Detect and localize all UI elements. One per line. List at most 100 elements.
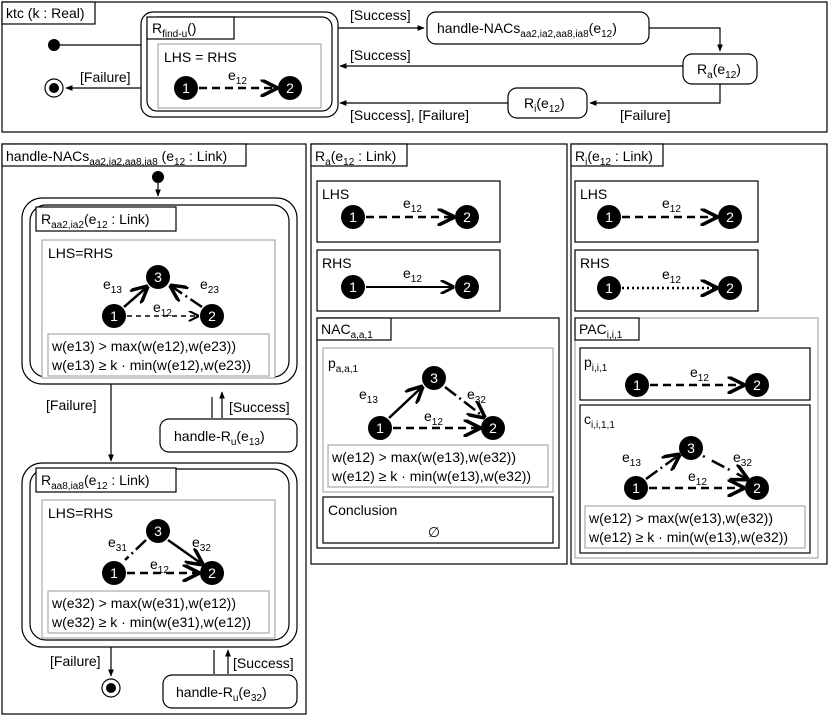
- ru1-name: handle-R: [174, 428, 231, 444]
- svg-text:pa,a,1: pa,a,1: [328, 355, 358, 375]
- rule1-edge-e23: [171, 286, 203, 309]
- rule2-e32-label: e: [192, 534, 200, 550]
- ra-rhs-node-1: [341, 275, 365, 299]
- svg-text:e32: e32: [467, 386, 486, 406]
- handle-rule-1: Raa2,ia2(e12 : Link) LHS=RHS 3 1 2 e13 e…: [21, 197, 298, 385]
- ra-lhs-e-sub: 12: [411, 204, 423, 215]
- rule1-e23-sub: 23: [208, 285, 220, 296]
- svg-text:e13: e13: [359, 386, 378, 406]
- ri-rhs-node-2-label: 2: [726, 280, 734, 296]
- rule2-arg-end: : Link): [108, 472, 150, 488]
- ri-p-e-sub: 12: [698, 373, 710, 384]
- ra-title-arg: (e: [331, 148, 344, 164]
- svg-text:e12: e12: [424, 408, 443, 428]
- ktc-ri-arg: (e: [536, 95, 549, 111]
- ri-condition-2: w(e12) ≥ k · min(w(e13),w(e32)): [588, 529, 788, 545]
- svg-text:e12: e12: [403, 265, 422, 285]
- svg-text:e12: e12: [153, 299, 172, 319]
- rule1-arg-end: : Link): [108, 211, 150, 227]
- rule2-node-1-label: 1: [110, 565, 118, 581]
- rule2-node-2-label: 2: [208, 565, 216, 581]
- ra-rhs-node-1-label: 1: [349, 279, 357, 295]
- ktc-ra-sub: a: [707, 70, 713, 81]
- svg-text:e12: e12: [662, 195, 681, 215]
- rule1-condition-2: w(e13) ≥ k · min(w(e12),w(e23)): [51, 357, 251, 373]
- svg-text:handle-Ru(e32): handle-Ru(e32): [176, 684, 267, 704]
- ra-lhs-node-1: [341, 205, 365, 229]
- ri-lhs-node-1-label: 1: [605, 209, 613, 225]
- svg-text:Ra(e12): Ra(e12): [697, 61, 741, 81]
- ru2-name: handle-R: [176, 684, 233, 700]
- handle-failure-label-1: [Failure]: [46, 397, 97, 413]
- ktc-success-failure-label: [Success], [Failure]: [350, 107, 469, 123]
- ri-c-node-1-label: 1: [632, 480, 640, 496]
- svg-text:e13: e13: [103, 276, 122, 296]
- ra-nac-e32: e: [467, 386, 475, 402]
- ri-rhs-e-sub: 12: [670, 275, 682, 286]
- ri-rhs-label: RHS: [580, 255, 610, 271]
- handle-title-arg-end: : Link): [185, 148, 227, 164]
- rule1-arg-sub: 12: [96, 220, 108, 231]
- handle-nacs-panel: handle-NACsaa2,ia2,aa8,ia8 (e12 : Link) …: [1, 143, 307, 715]
- ri-lhs-label: LHS: [580, 186, 607, 202]
- ktc-ra-arg: (e: [713, 61, 726, 77]
- ri-c-e13: e: [622, 449, 630, 465]
- ra-lhs-node-1-label: 1: [349, 209, 357, 225]
- ri-pac-label: PAC: [579, 321, 607, 337]
- rule1-e23-label: e: [200, 276, 208, 292]
- ri-pac-sub: i,i,1: [607, 330, 623, 341]
- ktc-panel: ktc (k : Real) [Failure] Rfind-u() LHS =…: [1, 1, 828, 133]
- svg-text:e12: e12: [688, 468, 707, 488]
- ri-c-edge-e13: [645, 455, 679, 481]
- svg-text:PACi,i,1: PACi,i,1: [579, 321, 623, 341]
- ru2-arg: (e: [238, 684, 251, 700]
- ri-lhs-node-2: [718, 205, 742, 229]
- ri-lhs-e: e: [662, 195, 670, 211]
- rule2-node-3-label: 3: [154, 523, 162, 539]
- ra-rhs-e-sub: 12: [411, 274, 423, 285]
- ri-panel: Ri(e12 : Link) LHS 1 2 e12 RHS 1 2 e12 P…: [570, 143, 828, 565]
- find-rule-suffix: (): [187, 20, 196, 36]
- ri-title-sub: i: [585, 157, 587, 168]
- ktc-handle-nacs-arg: (e: [589, 20, 602, 36]
- rule1-condition-1: w(e13) > max(w(e12),w(e23)): [51, 338, 236, 354]
- ri-c-label: c: [584, 411, 591, 427]
- handle-rule-2: Raa8,ia8(e12 : Link) LHS=RHS 3 1 2 e31 e…: [21, 462, 298, 648]
- handle-title-arg: (e: [158, 148, 175, 164]
- ra-rhs-node-2-label: 2: [463, 279, 471, 295]
- find-node-1: [174, 76, 198, 100]
- rule2-condition-2: w(e32) ≥ k · min(w(e31),w(e12)): [51, 614, 251, 630]
- rule1-node-1: [102, 304, 126, 328]
- rule2-sub: aa8,ia8: [51, 481, 84, 492]
- svg-text:e12: e12: [228, 67, 247, 87]
- svg-text:Raa8,ia8(e12 : Link): Raa8,ia8(e12 : Link): [41, 472, 150, 492]
- ri-c-e12-sub: 12: [696, 477, 708, 488]
- ktc-handle-nacs-arg-sub: 12: [601, 29, 613, 40]
- ra-title: R: [315, 148, 325, 164]
- ri-lhs-e-sub: 12: [670, 204, 682, 215]
- svg-text:e23: e23: [200, 276, 219, 296]
- rule2-edge-e32: [167, 538, 202, 564]
- ktc-ri-state: Ri(e12): [507, 87, 588, 119]
- ktc-ra-arg-end: ): [736, 61, 741, 77]
- ri-c-e13-sub: 13: [630, 458, 642, 469]
- svg-text:Raa2,ia2(e12 : Link): Raa2,ia2(e12 : Link): [41, 211, 150, 231]
- find-node-2: [278, 76, 302, 100]
- handle-title-sub: aa2,ia2,aa8,ia8: [89, 157, 158, 168]
- ri-title-arg: (e: [587, 148, 600, 164]
- rule2-condition-1: w(e32) > max(w(e31),w(e12)): [51, 595, 236, 611]
- ri-c-e32-sub: 32: [741, 458, 753, 469]
- svg-text:e12: e12: [403, 195, 422, 215]
- svg-text:NACa,a,1: NACa,a,1: [321, 321, 373, 341]
- find-e-sub: 12: [236, 76, 248, 87]
- ri-c-e32: e: [733, 449, 741, 465]
- ktc-ra-arg-sub: 12: [725, 70, 737, 81]
- ra-nac-node-2-label: 2: [489, 420, 497, 436]
- ra-rhs-e: e: [403, 265, 411, 281]
- ra-nac-e32-sub: 32: [475, 395, 487, 406]
- ra-nac-node-3-label: 3: [430, 370, 438, 386]
- find-e-label: e: [228, 67, 236, 83]
- ktc-find-rule: Rfind-u() LHS = RHS 1 2 e12: [140, 11, 339, 118]
- ri-p-label: p: [584, 354, 592, 370]
